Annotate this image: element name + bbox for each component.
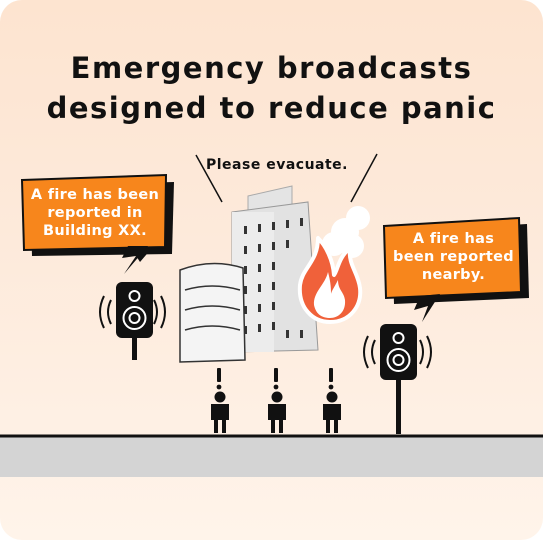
short-building — [179, 262, 246, 363]
bubble-right-line-1: A fire has — [412, 231, 495, 247]
bubble-left-text: A fire has been reported in Building XX. — [24, 186, 166, 240]
person-icon — [268, 368, 286, 433]
person-icon — [211, 368, 229, 433]
announcement-line-right — [350, 153, 378, 203]
speaker-icon — [363, 324, 432, 434]
bubble-left-line-3: Building XX. — [43, 223, 147, 239]
speech-bubble-right — [382, 216, 529, 322]
speech-bubble-left — [20, 173, 174, 274]
fire-icon — [297, 236, 363, 324]
person-icon — [323, 368, 341, 433]
bubble-left-line-2: reported in — [47, 205, 143, 221]
announcement-line-left — [195, 154, 223, 203]
smoke-icon — [322, 206, 370, 258]
ground-band — [0, 437, 543, 477]
title-line-1: Emergency broadcasts — [70, 51, 473, 85]
page-title: Emergency broadcasts designed to reduce … — [0, 48, 543, 128]
bubble-left-line-1: A fire has been — [30, 187, 160, 203]
bubble-right-text: A fire has been reported nearby. — [386, 230, 521, 284]
bubble-right-line-2: been reported — [393, 249, 514, 265]
title-line-2: designed to reduce panic — [46, 91, 497, 125]
announcement-text: Please evacuate. — [206, 157, 348, 173]
speaker-icon — [99, 282, 166, 360]
bubble-right-line-3: nearby. — [421, 267, 486, 283]
